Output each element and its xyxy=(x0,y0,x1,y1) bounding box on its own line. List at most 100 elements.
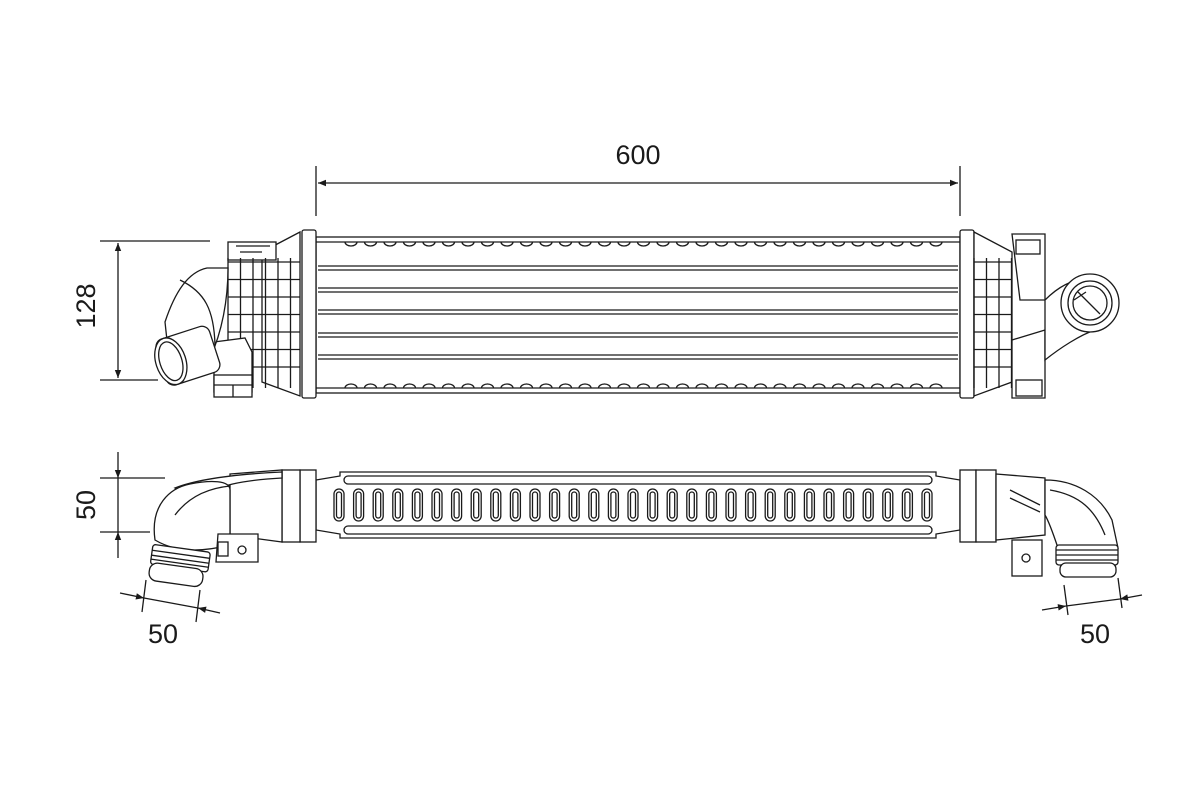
left-tank-front xyxy=(213,229,317,399)
fin-scallop xyxy=(636,383,651,389)
left-tank-top xyxy=(148,469,317,588)
fin-scallop xyxy=(597,241,612,247)
core-slot-inner xyxy=(845,491,852,519)
core-slot-inner xyxy=(551,491,558,519)
fin-scallop xyxy=(558,383,573,389)
core-slot-inner xyxy=(355,491,362,519)
core-slot xyxy=(646,488,659,522)
right-tank-top xyxy=(959,469,1119,578)
core-top xyxy=(315,471,961,539)
fin-scallop xyxy=(539,383,553,389)
core-slot-inner xyxy=(335,491,343,519)
fin-scallop xyxy=(480,383,495,389)
core-slot-inner xyxy=(473,491,480,519)
dimension-label-height: 128 xyxy=(71,283,101,328)
dimension-width: 600 xyxy=(315,140,961,216)
fin-scallop xyxy=(851,383,865,389)
fin-scallop xyxy=(558,241,573,247)
core-slot xyxy=(509,488,522,522)
fin-scallop xyxy=(714,241,729,247)
core-slot xyxy=(372,488,384,522)
fin-scallop xyxy=(695,241,709,247)
core-slot xyxy=(352,488,365,522)
fin-scallop xyxy=(597,383,612,389)
top-view xyxy=(148,469,1119,588)
fin-scallop xyxy=(617,241,631,247)
fin-scallop xyxy=(753,383,768,389)
core-slot xyxy=(548,488,561,522)
dimension-label-inlet: 50 xyxy=(148,619,178,649)
fin-scallop xyxy=(500,241,514,247)
inlet-hose-front xyxy=(154,267,229,386)
core-slot-inner xyxy=(649,491,656,519)
core-slot-inner xyxy=(433,491,441,519)
fin-scallop xyxy=(441,383,456,389)
fin-scallop xyxy=(441,241,456,247)
fin-scallop xyxy=(695,383,709,389)
core-slot xyxy=(921,488,933,522)
fin-scallop xyxy=(578,241,592,247)
core-slot xyxy=(862,488,874,522)
fin-scallop xyxy=(851,241,865,247)
fin-scallop xyxy=(909,241,924,247)
core-slot xyxy=(784,488,796,522)
fin-scallop xyxy=(753,241,768,247)
fin-scallop xyxy=(344,383,358,389)
fin-scallop xyxy=(656,241,670,247)
fin-scallop xyxy=(870,241,885,247)
fin-scallop xyxy=(929,241,943,247)
right-tank-front xyxy=(959,229,1096,399)
fin-scallop xyxy=(812,383,826,389)
fin-scallop xyxy=(714,383,729,389)
core-slot xyxy=(744,488,757,522)
dimension-height: 128 xyxy=(71,240,210,381)
dimension-label-width: 600 xyxy=(615,140,660,170)
core-slot xyxy=(392,488,404,522)
fin-scallop xyxy=(656,383,670,389)
fin-scallop xyxy=(519,241,534,247)
fin-scallop xyxy=(734,241,748,247)
fin-scallop xyxy=(578,383,592,389)
fin-scallop xyxy=(929,383,943,389)
core-slot xyxy=(725,488,737,522)
core-slot-inner xyxy=(904,491,911,519)
fin-scallop xyxy=(363,241,378,247)
core-slot-inner xyxy=(629,491,637,519)
core-slot-inner xyxy=(747,491,754,519)
fin-scallop xyxy=(383,383,397,389)
fin-scallop xyxy=(383,241,397,247)
core-slot-inner xyxy=(394,491,401,519)
core-slot-inner xyxy=(590,491,597,519)
dimension-depth: 50 xyxy=(71,452,165,558)
core-slot-inner xyxy=(571,491,578,519)
core-slot xyxy=(450,488,463,522)
core-slot-inner xyxy=(512,491,519,519)
fin-scallop xyxy=(870,383,885,389)
fin-scallop xyxy=(675,383,690,389)
dimension-outlet: 50 xyxy=(1041,577,1143,649)
fin-scallop xyxy=(773,241,787,247)
core-slot xyxy=(666,488,678,522)
core-slot xyxy=(411,488,424,522)
fin-scallop xyxy=(792,241,807,247)
core-slot-inner xyxy=(884,491,891,519)
core-slot xyxy=(588,488,600,522)
fin-scallop xyxy=(909,383,924,389)
core-slot xyxy=(529,488,541,522)
fin-scallop xyxy=(461,383,475,389)
core-slot-inner xyxy=(727,491,735,519)
front-view xyxy=(154,229,1120,399)
fin-scallop xyxy=(812,241,826,247)
core-slot-inner xyxy=(688,491,695,519)
core-slot-inner xyxy=(767,491,774,519)
core-slot xyxy=(823,488,835,522)
core-slot-inner xyxy=(806,491,813,519)
core-slot-inner xyxy=(708,491,715,519)
core-slot xyxy=(431,488,443,522)
dimension-label-depth: 50 xyxy=(71,490,101,520)
dimension-label-outlet: 50 xyxy=(1080,619,1110,649)
core-slot-inner xyxy=(610,491,617,519)
fin-scallop xyxy=(617,383,631,389)
core-slot xyxy=(764,488,776,522)
